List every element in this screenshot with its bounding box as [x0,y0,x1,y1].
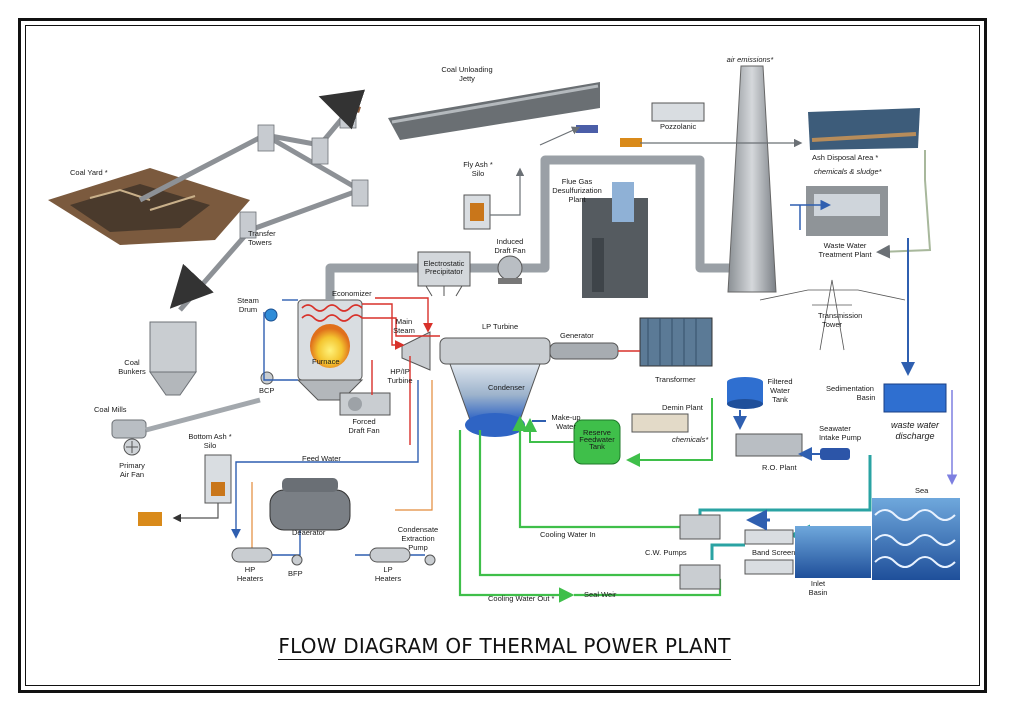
label-deaerator: Deaerator [292,528,326,537]
label-coal-yard: Coal Yard * [70,168,108,177]
label-pozzolanic: Pozzolanic [660,122,697,131]
coal-mills [111,397,261,439]
hp-ip-turbine [401,331,431,371]
label-band-screen: Band Screen [752,548,795,557]
label-sea: Sea [915,486,929,495]
label-air-emissions: air emissions* [727,55,775,64]
transmission-tower [759,279,906,351]
coal-bunkers [149,321,197,396]
label-feed-water: Feed Water [302,454,341,463]
makeup-water-lines [523,398,820,467]
label-transformer: Transformer [655,375,696,384]
label-chemicals: chemicals* [672,435,709,444]
electrostatic-precipitator [417,251,471,297]
fly-ash-silo [463,167,525,230]
label-cw-pumps: C.W. Pumps [645,548,687,557]
label-furnace: Furnace [312,357,340,366]
seawater-intake-pump [820,448,850,460]
steam-lines [362,297,440,445]
condensate-extraction-pump [424,554,436,566]
label-fly-ash-silo: Fly Ash *Silo [463,160,493,178]
condensate-lines [251,380,433,548]
induced-draft-fan [497,255,523,284]
waste-water-treatment-plant [790,186,888,236]
label-demin-plant: Demin Plant [662,403,704,412]
label-chemicals-sludge: chemicals & sludge* [814,167,883,176]
bcp-pump [260,371,274,385]
band-screen [744,509,794,575]
coal-yard [48,168,250,245]
hp-heaters [231,547,273,563]
inner-border [25,25,980,686]
label-seal-weir: Seal Weir [584,590,617,599]
chimney-stack [727,65,777,293]
primary-air-fan [123,438,141,456]
steam-drum [264,308,278,322]
label-cooling-water-out: Cooling Water Out * [488,594,554,603]
transformer [618,317,713,367]
boiler-furnace [296,299,364,401]
label-bcp: BCP [259,386,274,395]
lp-heaters [369,547,411,563]
label-economizer: Economizer [332,289,372,298]
bfp-pump [291,554,303,566]
bottom-ash-silo [138,454,232,526]
filtered-water-tank [727,377,763,409]
label-cooling-water-in: Cooling Water In [540,530,596,539]
forced-draft-fan [339,392,391,416]
cooling-water-lines [458,415,722,603]
page-title-text: FLOW DIAGRAM OF THERMAL POWER PLANT [278,634,731,660]
label-condenser: Condenser [488,383,525,392]
coal-flow-arrow [169,263,214,309]
cw-pumps [679,514,721,590]
flue-gas-desulfurization-plant [582,182,648,298]
label-bottom-ash-silo: Bottom Ash *Silo [188,432,231,450]
flue-gas-duct [325,155,735,300]
sea [872,498,960,580]
label-coal-mills: Coal Mills [94,405,127,414]
label-generator: Generator [560,331,594,340]
inlet-basin [795,526,871,578]
label-ash-disposal-area: Ash Disposal Area * [812,153,878,162]
generator [549,342,619,360]
label-ro-plant: R.O. Plant [762,463,798,472]
ro-plant [735,433,803,457]
demin-plant [631,413,689,433]
transfer-towers [239,103,369,239]
sedimentation-basin [883,238,958,485]
label-bfp: BFP [288,569,303,578]
label-lp-turbine: LP Turbine [482,322,518,331]
ash-disposal-area [808,108,932,259]
pozzolanic-trucks [539,102,803,148]
outer-border [18,18,987,693]
coal-unloading-jetty [318,82,600,140]
deaerator [269,478,351,531]
page-title: FLOW DIAGRAM OF THERMAL POWER PLANT [0,634,1009,660]
